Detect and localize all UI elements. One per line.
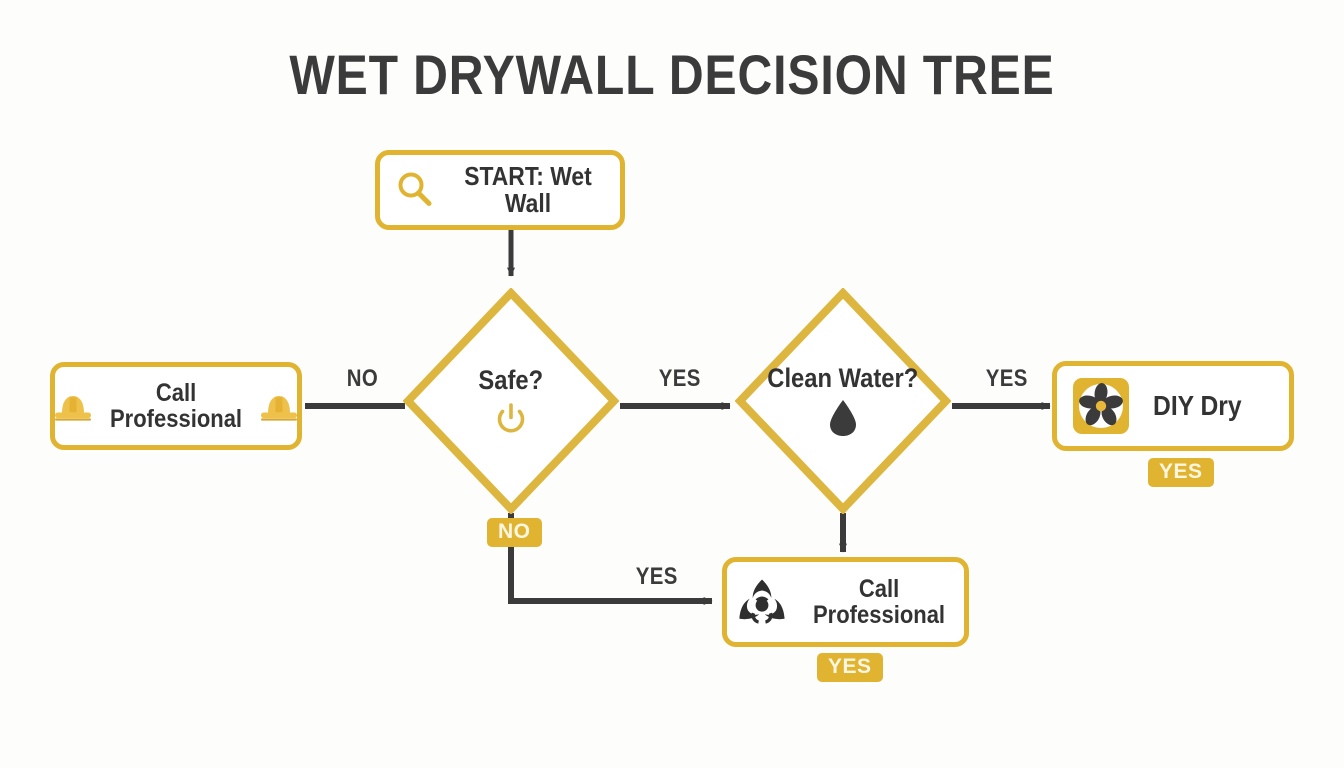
- page-title: WET DRYWALL DECISION TREE: [289, 43, 1055, 106]
- node-call-professional-bottom-label: Call Professional: [813, 575, 946, 629]
- badge-diy-dry-yes: YES: [1148, 458, 1214, 488]
- node-diy-dry[interactable]: DIY Dry: [1052, 361, 1294, 451]
- node-call-professional-left-label: Call Professional: [109, 379, 243, 433]
- badge-call-professional-bottom-yes: YES: [817, 653, 883, 683]
- node-safe[interactable]: Safe?: [403, 288, 619, 514]
- water-drop-icon: [827, 398, 859, 438]
- badge-safe-no: NO: [487, 518, 542, 548]
- node-call-professional-left[interactable]: Call Professional: [50, 362, 302, 450]
- edge-label-clean-water-yes-right: YES: [985, 365, 1028, 392]
- edge-label-safe-no-left: NO: [346, 365, 379, 392]
- edge-label-safe-yes-right: YES: [658, 365, 701, 392]
- node-start[interactable]: START: Wet Wall: [375, 150, 625, 230]
- magnifier-icon: [394, 169, 436, 211]
- node-safe-label: Safe?: [478, 364, 544, 395]
- node-clean-water[interactable]: Clean Water?: [735, 288, 951, 514]
- biohazard-icon: [736, 576, 788, 628]
- node-start-label: START: Wet Wall: [464, 160, 592, 218]
- node-clean-water-label: Clean Water?: [767, 362, 919, 393]
- diamond-outline: [403, 288, 619, 514]
- node-call-professional-bottom[interactable]: Call Professional: [722, 557, 969, 647]
- power-icon: [493, 400, 529, 436]
- hard-hat-icon: [51, 389, 95, 423]
- edge-label-safe-no-down-yes: YES: [635, 563, 678, 590]
- node-diy-dry-label: DIY Dry: [1153, 390, 1242, 422]
- hard-hat-icon: [257, 389, 301, 423]
- fan-icon: [1073, 378, 1129, 434]
